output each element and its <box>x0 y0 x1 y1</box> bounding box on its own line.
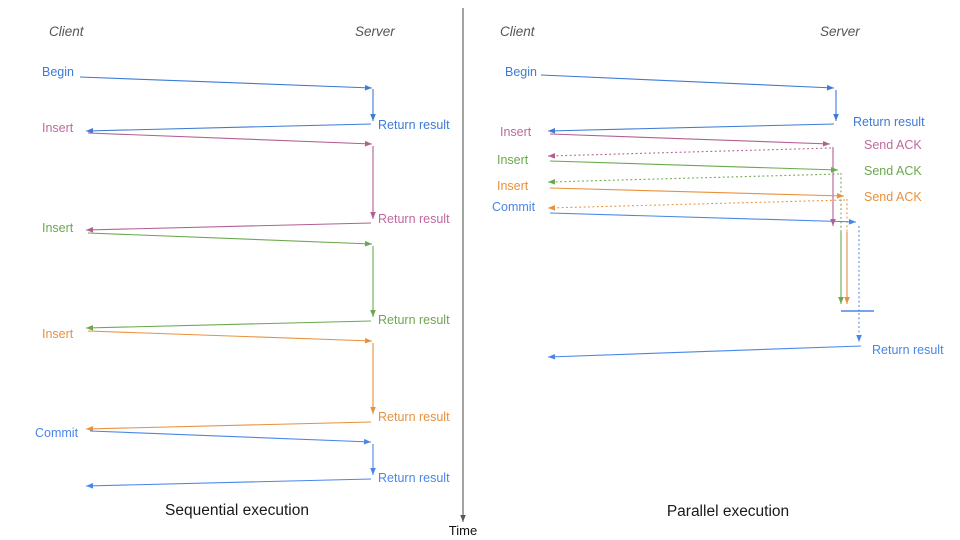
par-insert2-request-arrow <box>549 160 839 171</box>
seq-insert2-return-arrow-head <box>86 325 94 331</box>
par-final-return-arrow-head <box>548 353 556 360</box>
par-insert1-request-arrow <box>549 133 831 145</box>
par-begin-label: Begin <box>505 65 537 79</box>
par-final-return-arrow <box>547 345 862 358</box>
time-axis-head <box>460 515 466 522</box>
seq-return-result-2: Return result <box>378 212 450 226</box>
seq-insert3-request-arrow-head <box>364 337 372 344</box>
seq-insert2-request-arrow <box>87 232 373 245</box>
par-begin-return-arrow-head <box>548 128 556 134</box>
seq-insert3-processing-line-head <box>370 407 376 414</box>
par-insert3-request-arrow-head <box>836 193 844 199</box>
seq-commit-return-arrow <box>85 478 372 487</box>
par-insert2-ack-arrow-head <box>548 179 556 185</box>
par-server-header: Server <box>820 24 860 39</box>
seq-return-result-5: Return result <box>378 471 450 485</box>
seq-begin-return-arrow-head <box>86 128 94 134</box>
par-begin-request-arrow-head <box>826 84 834 91</box>
par-insert1-request-arrow-head <box>822 140 830 147</box>
seq-insert2-return-arrow <box>85 320 372 329</box>
par-insert3-ack-arrow <box>547 199 846 209</box>
seq-begin-return-arrow <box>85 123 372 132</box>
seq-return-result-4: Return result <box>378 410 450 424</box>
par-return-result-begin: Return result <box>853 115 925 129</box>
par-begin-return-arrow <box>547 123 835 132</box>
seq-commit-request-arrow <box>89 430 372 443</box>
seq-insert3-request-arrow <box>87 330 373 342</box>
seq-begin-processing-line-head <box>370 114 376 121</box>
seq-insert2-processing-line-head <box>370 310 376 317</box>
seq-return-result-3: Return result <box>378 313 450 327</box>
par-return-result-final: Return result <box>872 343 944 357</box>
seq-commit-request-arrow-head <box>363 438 371 445</box>
par-insert2-label: Insert <box>497 153 529 167</box>
par-insert3-label: Insert <box>497 179 529 193</box>
par-begin-processing-line-head <box>833 114 839 121</box>
time-axis-label: Time <box>448 523 478 538</box>
seq-client-header: Client <box>49 24 84 39</box>
seq-insert1-return-arrow <box>85 222 372 231</box>
seq-begin-request-arrow <box>79 76 373 89</box>
par-insert3-request-arrow <box>549 187 845 197</box>
seq-commit-label: Commit <box>35 426 79 440</box>
seq-return-result-1: Return result <box>378 118 450 132</box>
seq-insert2-label: Insert <box>42 221 74 235</box>
par-commit-label: Commit <box>492 200 536 214</box>
seq-commit-processing-line-head <box>370 468 376 475</box>
seq-insert1-request-arrow-head <box>364 140 372 147</box>
par-commit-request-arrow <box>549 212 857 223</box>
par-commit-processing-line-head <box>856 335 862 342</box>
seq-server-header: Server <box>355 24 395 39</box>
seq-commit-return-arrow-head <box>86 483 94 489</box>
par-insert3-ack-arrow-head <box>548 205 556 211</box>
seq-begin-request-arrow-head <box>364 84 372 91</box>
par-send-ack-1: Send ACK <box>864 138 922 152</box>
par-insert1-ack-arrow-head <box>548 153 556 159</box>
par-title: Parallel execution <box>666 503 790 520</box>
seq-insert1-processing-line-head <box>370 212 376 219</box>
par-insert2-request-arrow-head <box>830 166 838 173</box>
seq-insert1-request-arrow <box>87 132 373 145</box>
seq-title: Sequential execution <box>165 502 309 519</box>
par-commit-request-arrow-head <box>848 218 856 225</box>
par-insert2-ack-arrow <box>547 173 840 183</box>
par-insert1-label: Insert <box>500 125 532 139</box>
seq-begin-label: Begin <box>42 65 74 79</box>
par-insert1-processing-line-head <box>830 219 836 226</box>
par-send-ack-2: Send ACK <box>864 164 922 178</box>
par-send-ack-3: Send ACK <box>864 190 922 204</box>
par-client-header: Client <box>500 24 535 39</box>
seq-insert1-label: Insert <box>42 121 74 135</box>
par-begin-request-arrow <box>540 74 835 89</box>
seq-insert3-return-arrow <box>85 421 372 430</box>
seq-insert3-label: Insert <box>42 327 74 341</box>
seq-insert1-return-arrow-head <box>86 227 94 233</box>
par-insert2-processing-line-head <box>838 297 844 304</box>
par-insert1-ack-arrow <box>547 147 832 157</box>
seq-insert3-return-arrow-head <box>86 426 94 432</box>
par-insert3-processing-line-head <box>844 297 850 304</box>
seq-insert2-request-arrow-head <box>364 240 372 247</box>
